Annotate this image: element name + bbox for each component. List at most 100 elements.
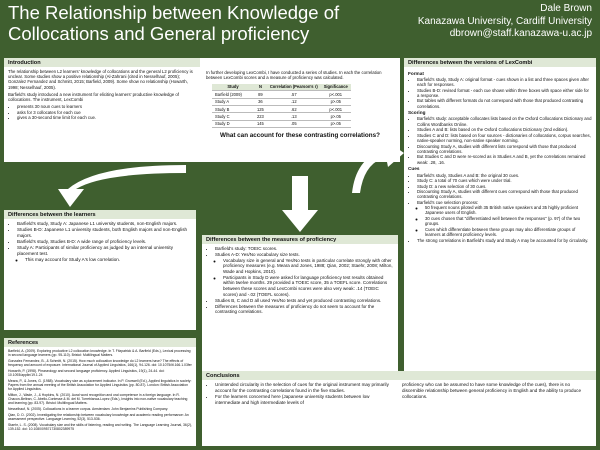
reference-item: Barfield, A. (2009). Exploring productiv… [8, 349, 191, 357]
table-cell: p<.001 [320, 105, 351, 114]
table-header: N [254, 84, 267, 92]
reference-item: Howarth, P. (1998). Phraseology and seco… [8, 369, 165, 377]
format-subheading: Format [408, 70, 424, 76]
poster-title: The Relationship between Knowledge of Co… [8, 2, 340, 44]
table-row: Study B 125 .62 p<.001 [212, 105, 351, 114]
list-item: 50 frequent nouns piloted with 35 Britis… [425, 205, 592, 215]
list-item: Barfield's cue selection process: 50 fre… [417, 200, 592, 237]
list-item: 30 cues chosen that "differentiated well… [425, 216, 592, 226]
conclusions-panel: Conclusions Unintended circularity in th… [202, 371, 596, 446]
table-row: Study A 36 .12 p>.05 [212, 98, 351, 106]
introduction-panel: Introduction The relationship between L2… [4, 58, 200, 162]
table-cell: p>.05 [320, 120, 351, 129]
author-block: Dale Brown Kanazawa University, Cardiff … [392, 3, 592, 41]
table-cell: 89 [254, 90, 267, 99]
intro-paragraph: The relationship between L2 learners' kn… [8, 69, 193, 90]
reference-item: Gonzalez Fernandez, B., & Schmitt, N. (2… [8, 359, 192, 367]
reference-item: Nesselhauf, N. (2005). Collocations in a… [8, 407, 169, 411]
list-item: Discounting Study A, studies with differ… [417, 189, 592, 199]
table-cell: p>.05 [320, 112, 351, 121]
affiliation: Kanazawa University, Cardiff University [417, 15, 592, 27]
list-item: Studies A and B: lists based on the Oxfo… [417, 127, 592, 132]
table-cell: Study D [212, 120, 254, 129]
list-item: Barfield's study, Study A: Japanese L1 u… [17, 221, 192, 227]
list-item: Unintended circularity in the selection … [215, 382, 396, 394]
reference-item: Staehr, L. S. (2008). Vocabulary size an… [8, 423, 192, 431]
table-cell: 145 [254, 120, 267, 129]
table-row: Study D 145 .05 p>.05 [212, 120, 351, 129]
list-item-text: Studies A-D: Yes/No vocabulary size test… [215, 251, 300, 257]
table-cell: p<.001 [320, 90, 351, 99]
measures-heading: Differences between the measures of prof… [202, 235, 398, 244]
table-header: Correlation (Pearson's r) [266, 84, 321, 92]
list-item: The strong correlations in Barfield's st… [417, 238, 592, 243]
list-item: Cues which differentiate between these g… [425, 227, 592, 237]
table-header: Study [212, 84, 254, 92]
research-question: What can account for these contrasting c… [220, 132, 380, 140]
list-item: Studies A-D: Yes/No vocabulary size test… [215, 252, 394, 297]
list-item-text: Study A: Participants of similar profici… [17, 245, 174, 257]
list-item: Study C: a total of 70 cues which were u… [417, 178, 592, 183]
intro-paragraph: Barfield's study introduced a new instru… [8, 91, 179, 103]
study-summary-panel: In further developing LexCombi, I have c… [200, 58, 400, 162]
scoring-subheading: Scoring [408, 110, 426, 116]
list-item: asks for 3 collocates for each cue [17, 110, 196, 115]
table-cell: Barfield (2009) [212, 90, 254, 99]
learners-panel: Differences between the learners Barfiel… [4, 210, 196, 330]
table-cell: 125 [254, 105, 267, 114]
conclusion-continuation: proficiency who can be assumed to have s… [402, 382, 582, 399]
list-item: Barfield's study: TOEIC scores. [215, 246, 394, 252]
list-item: Study D: a new selection of 30 cues. [417, 184, 592, 189]
list-item: For the learners concerned here (Japanes… [215, 394, 396, 406]
list-item: Studies B-D: revised format - each cue s… [417, 88, 592, 98]
list-item: Differences between the measures of prof… [215, 304, 394, 315]
list-item: But tables with different formats do not… [417, 98, 592, 108]
table-cell: 223 [254, 112, 267, 121]
list-item: Barfield's study: acceptable collocates … [417, 116, 592, 126]
list-item: Vocabulary size in general and Yes/No te… [223, 258, 394, 275]
table-cell: .62 [266, 105, 321, 114]
table-cell: 36 [254, 98, 267, 106]
list-item: gives a 30-second time limit for each cu… [17, 115, 196, 120]
list-item: Participants in Study D were asked for l… [223, 275, 394, 297]
table-cell: .13 [266, 112, 321, 121]
table-cell: .05 [266, 120, 321, 129]
list-item: But Studies C and D were re-scored as in… [417, 154, 592, 164]
list-item: Barfield's study, Studies A and B: the o… [417, 173, 592, 178]
table-cell: Study A [212, 98, 254, 106]
down-arrow-icon [282, 176, 318, 232]
table-row: Study C 223 .13 p>.05 [212, 112, 351, 121]
list-item: Discounting Study A, studies with differ… [417, 144, 592, 154]
left-arrow-icon [58, 165, 186, 207]
reference-item: Meara, P., & Jones, G. (1988). Vocabular… [8, 379, 192, 391]
author-name: Dale Brown [540, 3, 592, 14]
reference-item: Qian, D. D. (2002). Investigating the re… [8, 413, 189, 421]
references-heading: References [4, 338, 196, 347]
list-item: Barfield's study, Studies B-D: A wide ra… [17, 239, 192, 245]
list-item: Study A: Participants of similar profici… [17, 245, 192, 262]
references-panel: References Barfield, A. (2009). Explorin… [4, 338, 196, 446]
table-cell: Study B [212, 105, 254, 114]
table-cell: .12 [266, 98, 321, 106]
table-cell: .57 [266, 90, 321, 99]
table-cell: Study C [212, 112, 254, 121]
right-arrow-icon [352, 139, 404, 193]
cues-subheading: Cues [408, 166, 420, 172]
list-item: Studies C and D: lists based on four sou… [417, 133, 592, 143]
correlation-table: Study N Correlation (Pearson's r) Signif… [212, 84, 351, 129]
table-cell: p>.05 [320, 98, 351, 106]
table-row: Barfield (2009) 89 .57 p<.001 [212, 90, 351, 99]
list-item: presents 30 noun cues to learners [17, 104, 196, 109]
list-item: Barfield's study, Study A: original form… [417, 77, 592, 87]
summary-paragraph: In further developing LexCombi, I have c… [206, 70, 382, 81]
table-header: Significance [320, 84, 351, 92]
list-item: This may account for Study A's low corre… [25, 257, 192, 263]
conclusions-heading: Conclusions [202, 371, 596, 380]
list-item-text: Barfield's cue selection process: [417, 200, 479, 206]
list-item: Studies B, C and D all used Yes/No tests… [215, 298, 394, 304]
email: dbrown@staff.kanazawa-u.ac.jp [449, 28, 592, 39]
versions-heading: Differences between the versions of LexC… [404, 58, 596, 67]
list-item: Studies B-D: Japanese L1 university stud… [17, 227, 192, 239]
learners-heading: Differences between the learners [4, 210, 196, 219]
introduction-heading: Introduction [4, 58, 200, 67]
